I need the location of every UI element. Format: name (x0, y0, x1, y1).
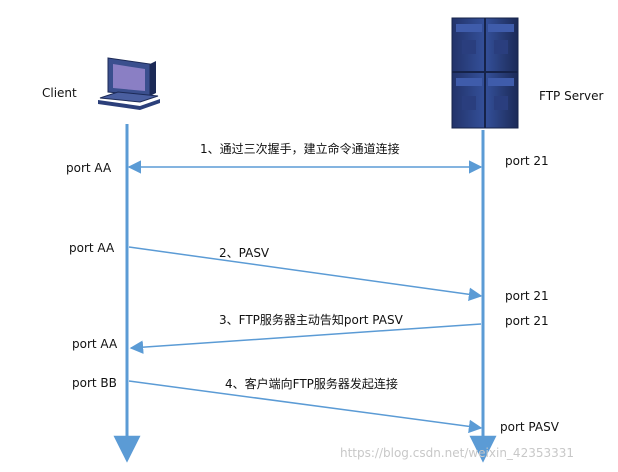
server-port-label: port 21 (505, 289, 549, 303)
client-port-label: port AA (69, 241, 115, 255)
client-label: Client (42, 86, 77, 100)
message-2-arrow (128, 246, 483, 302)
client-port-label: port AA (72, 337, 118, 351)
client-port-label: port BB (72, 376, 117, 390)
message-2-label: 2、PASV (219, 246, 270, 260)
server-port-label: port 21 (505, 314, 549, 328)
message-4-arrow (128, 380, 483, 434)
server-port-label: port 21 (505, 154, 549, 168)
client-computer-icon (98, 57, 160, 110)
client-port-label: port AA (66, 161, 112, 175)
message-3-arrow (129, 323, 482, 354)
ftp-server-icon (451, 17, 519, 129)
server-label: FTP Server (539, 89, 604, 103)
message-3-label: 3、FTP服务器主动告知port PASV (219, 313, 403, 327)
server-port-label: port PASV (500, 420, 559, 434)
message-4-label: 4、客户端向FTP服务器发起连接 (225, 377, 398, 391)
message-1-label: 1、通过三次握手，建立命令通道连接 (200, 142, 400, 156)
watermark: https://blog.csdn.net/weixin_42353331 (340, 446, 575, 460)
